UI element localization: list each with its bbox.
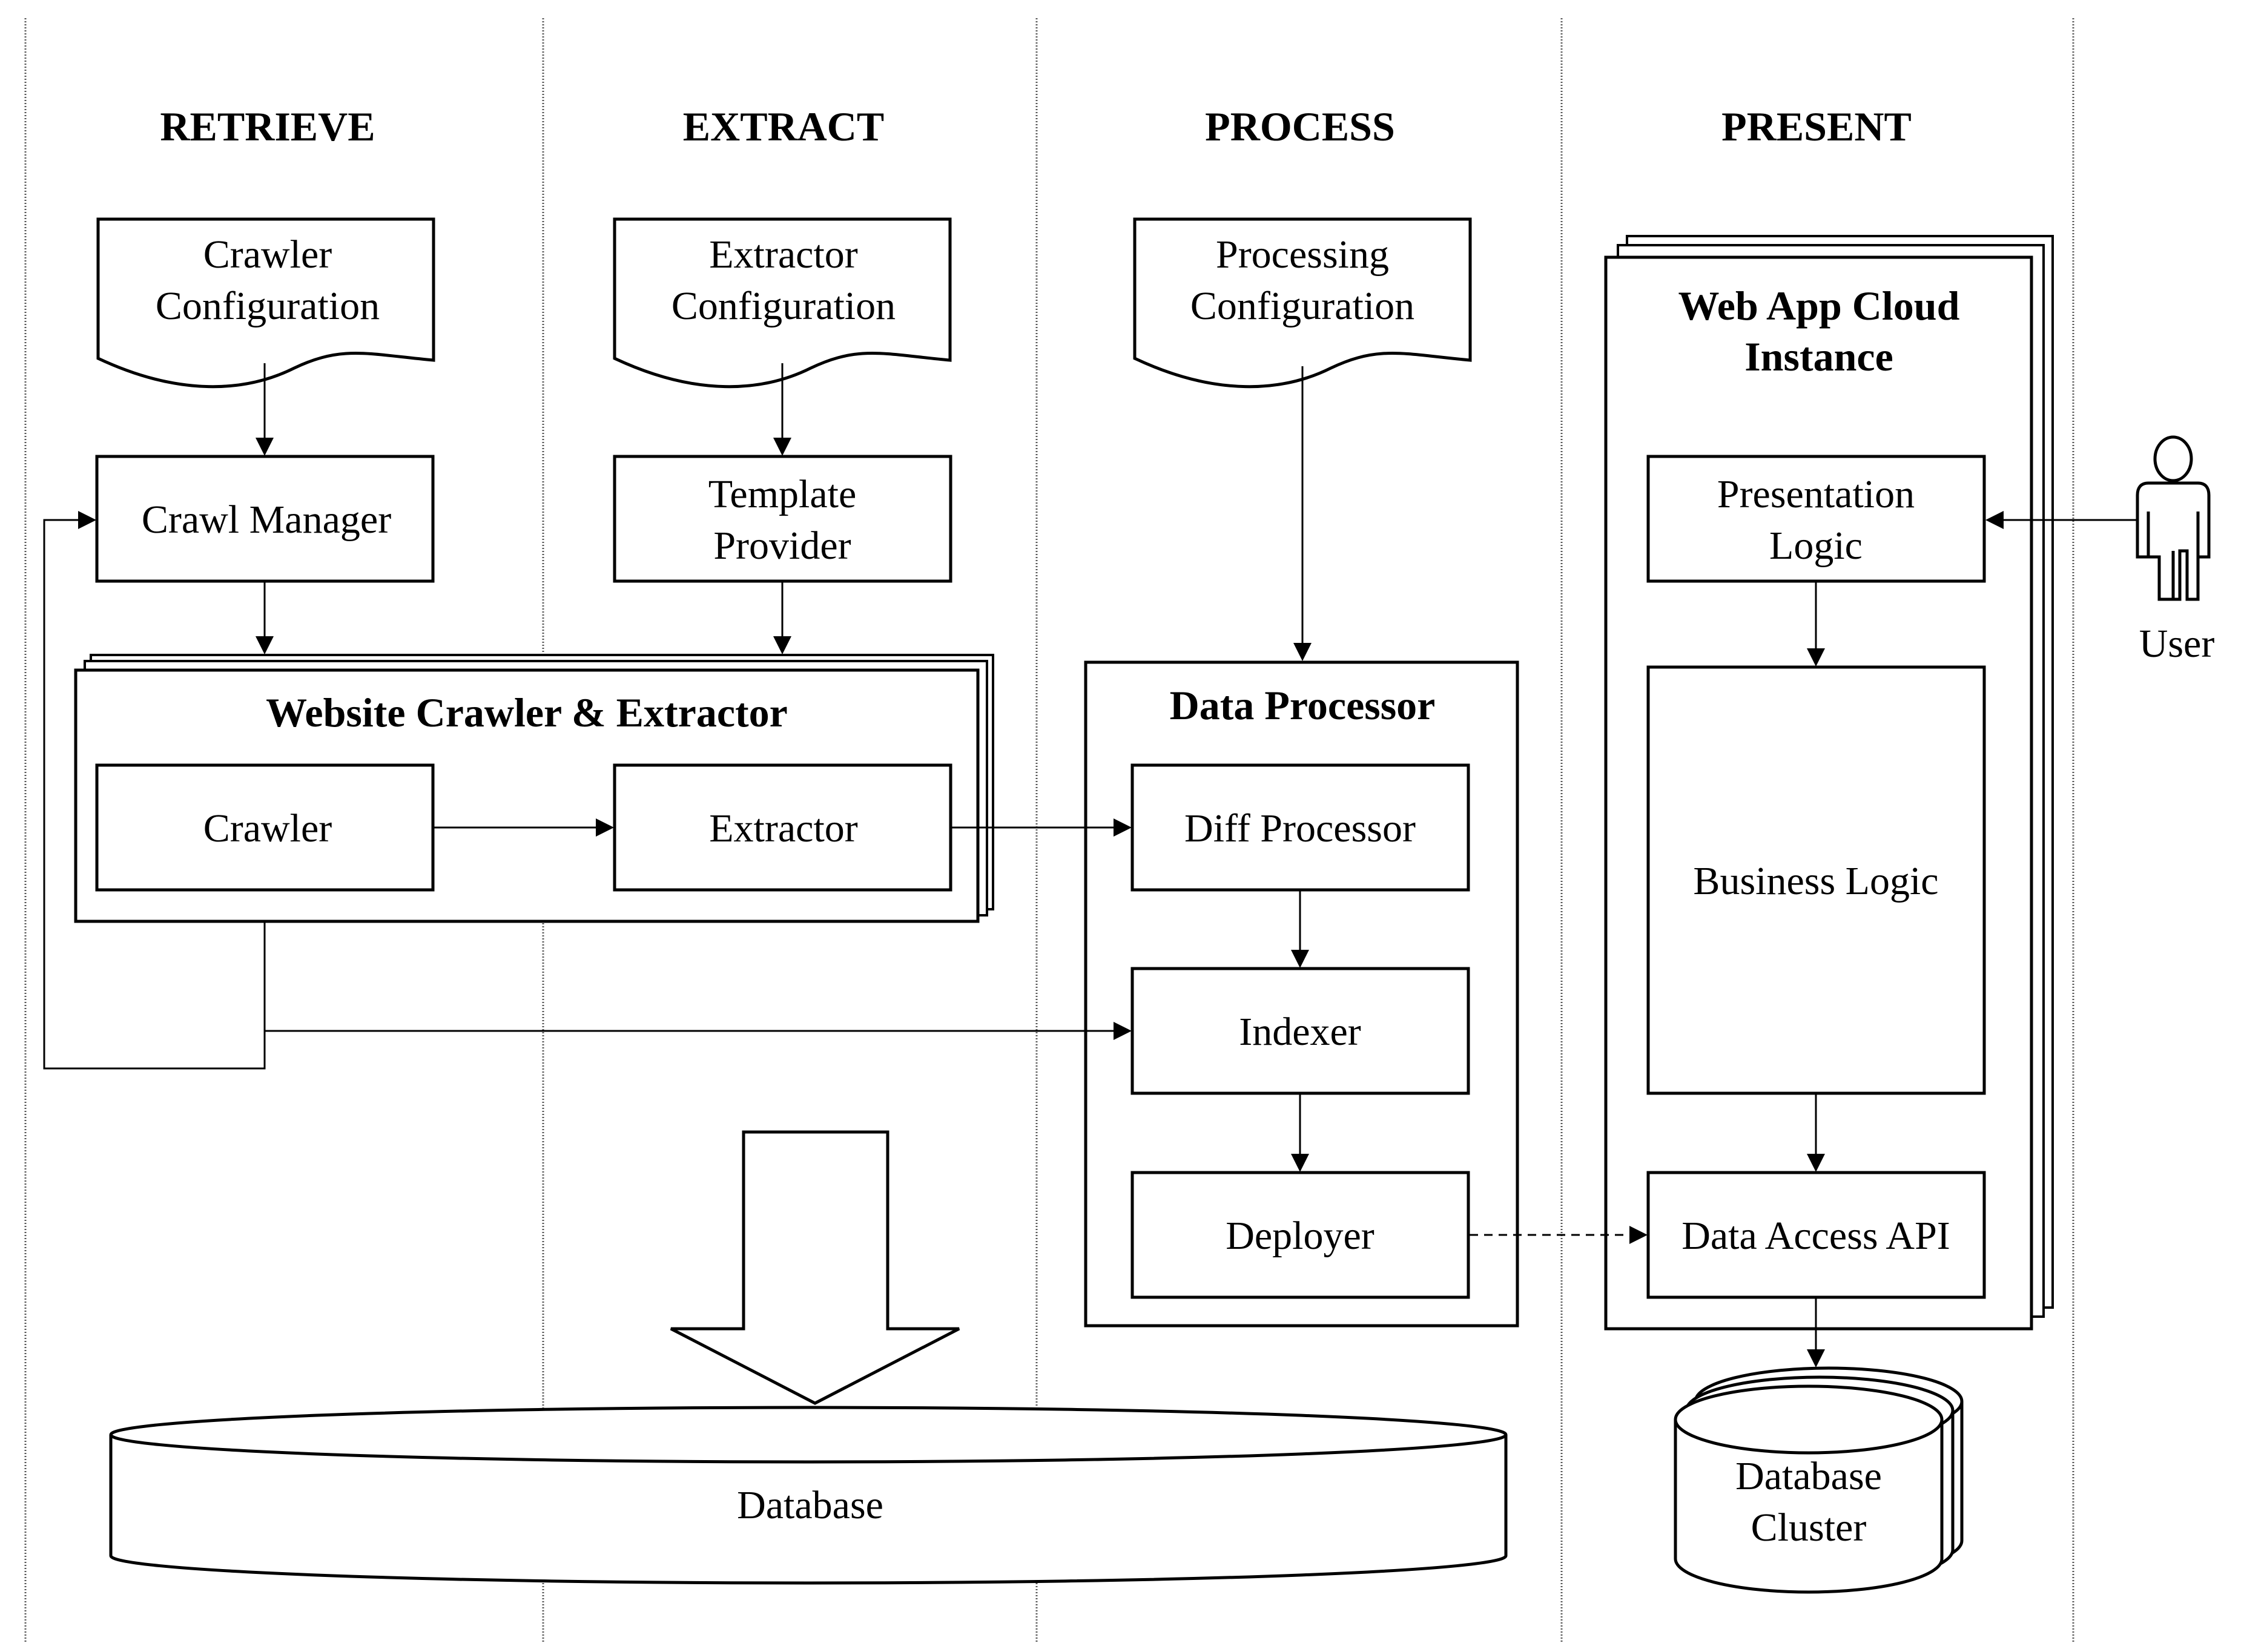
- data-processor-title: Data Processor: [1170, 682, 1436, 728]
- down-arrow-to-database: [670, 1130, 960, 1405]
- diff-processor-box: Diff Processor: [1130, 763, 1470, 892]
- crawler-box: Crawler: [95, 763, 435, 892]
- web-app-cloud-instance-title-line1: Web App Cloud: [1678, 283, 1960, 329]
- diff-processor-label: Diff Processor: [1184, 806, 1416, 851]
- crawler-configuration-doc: Crawler Configuration: [96, 217, 435, 389]
- database-cluster-label-line2: Cluster: [1751, 1506, 1867, 1550]
- arrow-feedback-to-crawl-manager: [43, 511, 266, 1070]
- indexer-box: Indexer: [1130, 967, 1470, 1095]
- indexer-label: Indexer: [1239, 1010, 1361, 1054]
- crawler-label: Crawler: [203, 806, 332, 851]
- extractor-label: Extractor: [709, 806, 858, 851]
- processing-configuration-label-line1: Processing: [1216, 232, 1389, 277]
- extractor-configuration-label-line2: Configuration: [672, 284, 896, 328]
- extractor-configuration-label-line1: Extractor: [709, 232, 858, 277]
- processing-configuration-doc: Processing Configuration: [1133, 217, 1472, 389]
- arrow-website-crawler-to-indexer: [263, 923, 1132, 1040]
- user-icon: [2136, 435, 2211, 601]
- data-access-api-label: Data Access API: [1681, 1214, 1950, 1258]
- lane-title-extract: EXTRACT: [683, 104, 885, 150]
- user-label: User: [2139, 622, 2215, 666]
- website-crawler-extractor-title: Website Crawler & Extractor: [266, 689, 788, 736]
- database-cylinder: [109, 1406, 1508, 1585]
- business-logic-box: Business Logic: [1646, 665, 1986, 1095]
- template-provider-label-line1: Template: [708, 472, 857, 516]
- processing-configuration-label-line2: Configuration: [1190, 284, 1414, 328]
- template-provider-box: Template Provider: [613, 455, 952, 583]
- connectors: [43, 363, 2137, 1367]
- business-logic-label: Business Logic: [1693, 859, 1938, 903]
- extractor-configuration-doc: Extractor Configuration: [613, 217, 952, 389]
- database-cluster-label-line1: Database: [1735, 1454, 1882, 1498]
- data-access-api-box: Data Access API: [1646, 1171, 1986, 1299]
- crawl-manager-box: Crawl Manager: [95, 455, 435, 583]
- presentation-logic-label-line1: Presentation: [1717, 472, 1915, 516]
- lane-title-retrieve: RETRIEVE: [160, 104, 375, 150]
- presentation-logic-box: Presentation Logic: [1646, 455, 1986, 583]
- crawler-configuration-label-line1: Crawler: [203, 232, 332, 277]
- crawl-manager-label: Crawl Manager: [142, 498, 391, 542]
- template-provider-label-line2: Provider: [713, 524, 851, 568]
- deployer-label: Deployer: [1226, 1214, 1374, 1258]
- lane-title-process: PROCESS: [1205, 104, 1395, 150]
- extractor-box: Extractor: [613, 763, 952, 892]
- database-label: Database: [737, 1483, 883, 1527]
- presentation-logic-label-line2: Logic: [1769, 524, 1863, 568]
- database-cluster-cylinders: [1674, 1366, 1964, 1594]
- web-app-cloud-instance-title-line2: Instance: [1744, 334, 1893, 380]
- lane-title-present: PRESENT: [1721, 104, 1912, 150]
- deployer-box: Deployer: [1130, 1171, 1470, 1299]
- crawler-configuration-label-line2: Configuration: [156, 284, 380, 328]
